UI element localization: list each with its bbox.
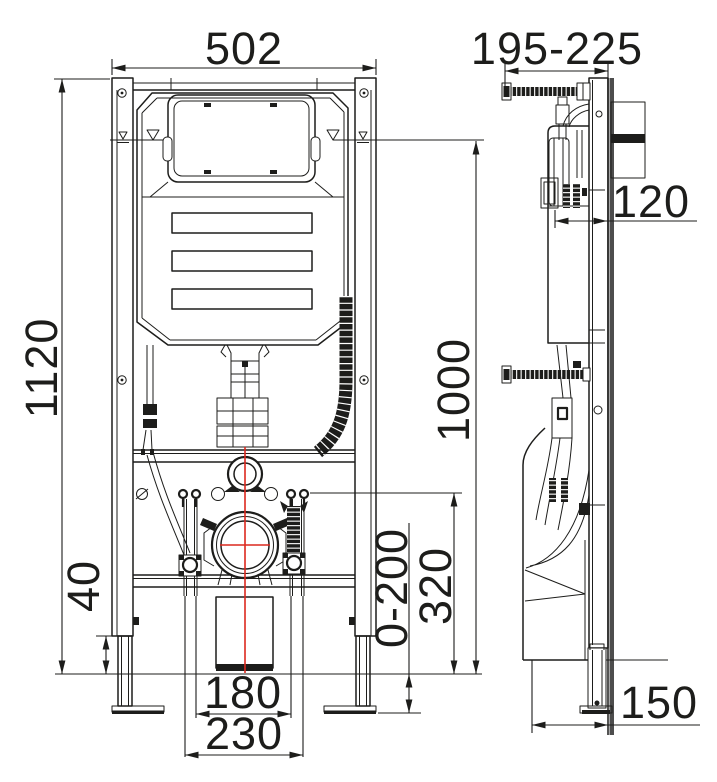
right-clip-tab xyxy=(349,617,355,625)
flush-plate-duct xyxy=(610,101,646,179)
frame-left-column xyxy=(111,77,134,637)
column-hole-mid xyxy=(593,405,603,415)
dimensions: 502 195-225 1120 40 1000 320 xyxy=(16,23,700,759)
dim-fixing-spacing: 230 xyxy=(185,708,303,759)
frame-structure xyxy=(111,77,377,714)
side-foot xyxy=(579,643,613,714)
inlet-fitting-left xyxy=(178,554,202,577)
cistern-side-outline xyxy=(547,125,589,344)
dim-flush-plate-height-label: 1000 xyxy=(428,338,479,442)
dim-flush-plate-height: 1000 xyxy=(428,141,480,674)
trim-diagonal xyxy=(314,181,334,198)
cistern-front xyxy=(110,92,484,346)
centerlines xyxy=(220,447,270,673)
front-view xyxy=(110,77,484,714)
dim-frame-width-label: 502 xyxy=(205,23,283,74)
slotted-screw xyxy=(136,488,148,500)
panel-side-latch-left xyxy=(162,136,173,162)
fill-valve xyxy=(555,104,570,125)
conduit-hose-right xyxy=(313,296,353,458)
wall-line xyxy=(609,78,614,735)
dim-floor-adjust-range: 0-200 xyxy=(366,523,417,713)
wall-anchor-rod-top xyxy=(501,82,591,101)
pipe-connector xyxy=(551,397,573,439)
dim-outlet-wall-distance: 150 xyxy=(531,660,700,733)
side-flush-pipe xyxy=(535,344,590,531)
trim-diagonal xyxy=(149,181,169,198)
panel-side-latch-right xyxy=(310,136,321,162)
dim-frame-height-label: 1120 xyxy=(16,318,67,419)
dim-outlet-wall-distance-label: 150 xyxy=(620,677,698,728)
dim-wall-bracket-range: 195-225 xyxy=(471,23,643,90)
fixing-strap-right xyxy=(280,501,308,575)
dim-leg-extension-label: 40 xyxy=(58,560,109,612)
fixing-row xyxy=(135,487,462,507)
side-frame-column xyxy=(588,77,609,649)
left-foot-tube xyxy=(117,635,133,707)
flush-pipe-bell xyxy=(226,344,264,362)
dim-stud-spacing: 180 xyxy=(184,596,304,757)
dim-floor-adjust-range-label: 0-200 xyxy=(366,528,417,648)
inlet-hose-curve xyxy=(562,103,590,128)
vent-slots xyxy=(171,212,313,310)
water-level-marks xyxy=(110,129,484,143)
access-panel xyxy=(162,94,321,183)
flush-pipe-assembly xyxy=(216,344,270,448)
wall-anchor-rod-middle xyxy=(501,365,591,384)
side-view xyxy=(501,77,668,735)
dim-frame-width: 502 xyxy=(111,23,377,75)
dim-wall-bracket-range-label: 195-225 xyxy=(471,23,643,74)
adjustable-feet xyxy=(111,635,377,714)
dim-outlet-height-label: 320 xyxy=(410,547,461,625)
dim-outlet-height: 320 xyxy=(410,493,461,674)
dim-stud-spacing-label: 180 xyxy=(204,667,282,718)
cistern-inner-trim xyxy=(141,97,345,341)
drain-bend-housing xyxy=(522,427,668,661)
column-hole-top xyxy=(595,110,603,118)
dim-frame-height: 1120 xyxy=(16,78,110,674)
dim-frame-depth: 120 xyxy=(554,176,697,228)
cistern-outline xyxy=(136,92,349,346)
column-joint-ticks xyxy=(589,189,605,506)
dim-fixing-spacing-label: 230 xyxy=(205,708,283,759)
frame-bolt-holes xyxy=(117,88,369,385)
access-panel-inner xyxy=(173,100,310,177)
dim-leg-extension: 40 xyxy=(58,560,114,674)
cistern-side xyxy=(540,96,590,344)
access-panel-outer xyxy=(167,94,316,183)
dim-frame-depth-label: 120 xyxy=(612,176,690,227)
left-clip-tab xyxy=(133,617,139,625)
